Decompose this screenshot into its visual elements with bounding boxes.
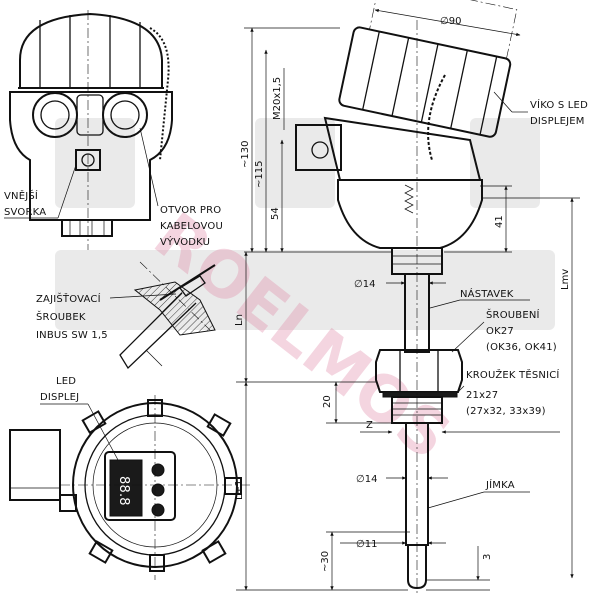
svg-text:INBUS SW 1,5: INBUS SW 1,5 — [36, 330, 108, 341]
locking-screw-label: ZAJIŠŤOVACÍ ŠROUBEK INBUS SW 1,5 — [36, 292, 177, 341]
svg-text:20: 20 — [322, 395, 333, 408]
dim-3: 3 — [426, 546, 493, 591]
cover-led-label: VÍKO S LED DISPLEJEM — [493, 91, 588, 127]
led-display-label: LED DISPLEJ — [40, 376, 119, 461]
dim-d14-bottom: ∅14 — [356, 474, 448, 485]
dim-130: ~130 — [240, 27, 340, 253]
svg-text:M20x1,5: M20x1,5 — [272, 77, 283, 120]
svg-text:21x27: 21x27 — [466, 390, 498, 401]
sealing-ring-label: KROUŽEK TĚSNICÍ 21x27 (27x32, 33x39) — [455, 368, 560, 417]
svg-text:NÁSTAVEK: NÁSTAVEK — [460, 287, 514, 300]
cable-entry-hole-label: OTVOR PRO KABELOVOU VÝVODKU — [139, 127, 223, 248]
svg-text:OK27: OK27 — [486, 326, 514, 337]
svg-text:ZAJIŠŤOVACÍ: ZAJIŠŤOVACÍ — [36, 292, 101, 305]
svg-text:∅14: ∅14 — [354, 279, 375, 290]
extension-label: NÁSTAVEK — [429, 287, 530, 309]
svg-text:VNĚJŠÍ: VNĚJŠÍ — [4, 189, 38, 202]
svg-text:DISPLEJEM: DISPLEJEM — [530, 116, 585, 127]
dim-d14-top: ∅14 — [354, 279, 446, 290]
screw-in-label: ŠROUBENÍ OK27 (OK36, OK41) — [451, 308, 557, 353]
svg-text:VÝVODKU: VÝVODKU — [160, 235, 210, 248]
svg-text:~30: ~30 — [320, 551, 331, 572]
svg-text:∅14: ∅14 — [356, 474, 377, 485]
svg-text:~130: ~130 — [240, 141, 251, 168]
svg-text:ŠROUBENÍ: ŠROUBENÍ — [486, 308, 540, 321]
svg-text:ŠROUBEK: ŠROUBEK — [36, 310, 86, 323]
dim-Ln: Ln — [234, 251, 248, 383]
svg-text:~115: ~115 — [254, 161, 265, 188]
svg-text:JÍMKA: JÍMKA — [485, 478, 515, 491]
sensor-side-view — [295, 0, 518, 596]
svg-text:54: 54 — [270, 207, 281, 220]
dim-54: 54 — [270, 139, 284, 253]
svg-text:(OK36, OK41): (OK36, OK41) — [486, 342, 557, 353]
dim-L1: L±1 — [234, 381, 408, 591]
dim-Z: Z — [360, 420, 560, 434]
svg-text:LED: LED — [56, 376, 76, 387]
dim-20: 20 — [322, 381, 392, 424]
svg-text:41: 41 — [494, 215, 505, 228]
outer-terminal-label: VNĚJŠÍ SVORKA — [4, 164, 77, 219]
svg-text:DISPLEJ: DISPLEJ — [40, 392, 79, 403]
svg-text:Ln: Ln — [234, 314, 245, 326]
dim-d90: ∅90 — [374, 8, 521, 37]
svg-text:∅11: ∅11 — [356, 539, 377, 550]
svg-text:KROUŽEK TĚSNICÍ: KROUŽEK TĚSNICÍ — [466, 368, 560, 381]
dim-Lmv: Lmv — [482, 197, 580, 579]
dim-thread: M20x1,5 — [272, 68, 285, 130]
svg-text:VÍKO S LED: VÍKO S LED — [530, 98, 588, 111]
head-front-view — [9, 10, 173, 250]
svg-text:SVORKA: SVORKA — [4, 207, 46, 218]
dim-30: ~30 — [320, 531, 410, 591]
svg-text:(27x32, 33x39): (27x32, 33x39) — [466, 406, 546, 417]
svg-text:OTVOR PRO: OTVOR PRO — [160, 205, 221, 216]
sleeve-label: JÍMKA — [427, 478, 530, 509]
dim-d11: ∅11 — [340, 539, 446, 550]
svg-text:3: 3 — [482, 554, 493, 560]
dim-115: ~115 — [254, 49, 268, 253]
svg-text:Z: Z — [366, 420, 373, 431]
svg-text:L±1: L±1 — [234, 480, 245, 500]
display-digits: 88.8 — [116, 476, 131, 506]
dim-41: 41 — [444, 185, 512, 253]
head-top-view: 88.8 — [9, 395, 250, 580]
svg-text:KABELOVOU: KABELOVOU — [160, 221, 223, 232]
svg-text:∅90: ∅90 — [440, 16, 461, 27]
svg-text:Lmv: Lmv — [560, 269, 571, 290]
